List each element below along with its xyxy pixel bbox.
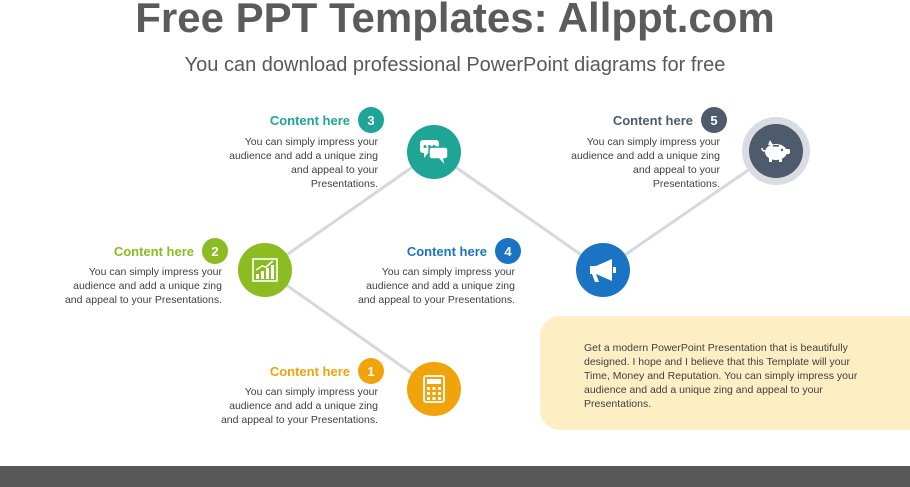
chat-bubbles-icon: [420, 140, 449, 164]
step-2-node[interactable]: [238, 243, 292, 297]
growth-chart-icon: [252, 258, 278, 282]
step-3-node[interactable]: [407, 125, 461, 179]
footer-bar: [0, 466, 910, 487]
piggy-bank-icon: [761, 140, 790, 162]
step-2-heading: Content here: [113, 244, 194, 259]
step-2-badge: 2: [202, 238, 228, 264]
step-3-description: You can simply impress your audience and…: [229, 136, 378, 190]
step-5-description: You can simply impress your audience and…: [571, 136, 720, 190]
calculator-icon: [423, 375, 445, 403]
step-3-badge: 3: [358, 107, 384, 133]
step-5-badge: 5: [701, 107, 727, 133]
page-subtitle: You can download professional PowerPoint…: [184, 54, 726, 76]
step-5-node[interactable]: [749, 124, 803, 178]
step-4-badge: 4: [495, 238, 521, 264]
page-title: Free PPT Templates: Allppt.com: [135, 0, 775, 41]
step-1-description: You can simply impress your audience and…: [220, 386, 378, 426]
step-4-description: You can simply impress your audience and…: [357, 266, 515, 306]
step-1-badge: 1: [358, 358, 384, 384]
info-note-text: Get a modern PowerPoint Presentation tha…: [584, 341, 874, 411]
step-3-heading: Content here: [269, 113, 350, 128]
info-note-normal: Get a modern PowerPoint Presentation tha…: [584, 342, 850, 382]
info-note-bold: You can simply impress your audience and…: [584, 370, 858, 410]
megaphone-icon: [590, 259, 616, 282]
step-1-heading: Content here: [269, 364, 350, 379]
step-1-node[interactable]: [407, 362, 461, 416]
step-5-heading: Content here: [612, 113, 693, 128]
step-2-description: You can simply impress your audience and…: [64, 266, 222, 306]
step-4-heading: Content here: [406, 244, 487, 259]
info-note: Get a modern PowerPoint Presentation tha…: [540, 316, 910, 430]
step-4-node[interactable]: [576, 243, 630, 297]
